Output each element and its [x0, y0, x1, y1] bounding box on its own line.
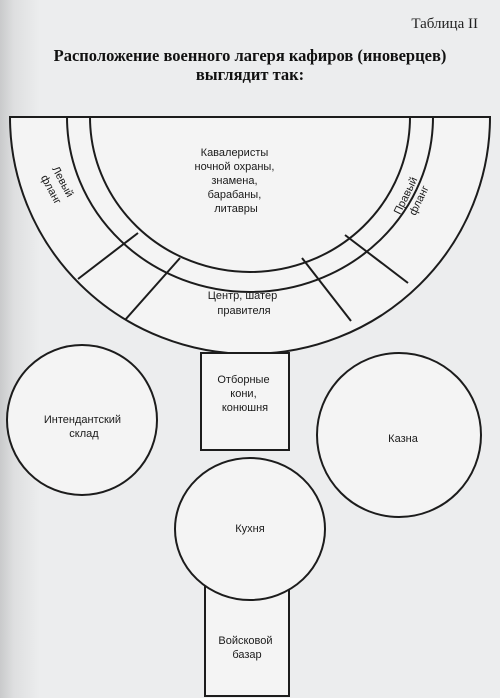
kitchen-zone [174, 457, 326, 601]
kitchen-line-1: Кухня [235, 523, 264, 535]
page-title: Расположение военного лагеря кафиров (ин… [20, 46, 480, 84]
stable-line-1: Отборные [217, 374, 269, 386]
separator-right-center [301, 257, 352, 322]
cavalry-line-5: литавры [214, 203, 258, 215]
separator-right-flank [344, 234, 409, 284]
stable-line-3: конюшня [222, 402, 268, 414]
inner-semicircle [88, 116, 412, 273]
stable-zone [200, 352, 290, 451]
cavalry-label: Кавалеристы ночной охраны, знамена, бара… [195, 147, 278, 215]
separator-left-center [124, 257, 181, 321]
bazaar-line-2: базар [232, 649, 261, 661]
center-line-2: правителя [217, 305, 270, 317]
page-title-line-1: Расположение военного лагеря кафиров (ин… [53, 46, 447, 65]
stable-label: Отборные кони, конюшня [217, 374, 272, 414]
bazaar-line-1: Войсковой [218, 635, 272, 647]
warehouse-line-2: склад [69, 428, 99, 440]
cavalry-line-4: барабаны, [208, 189, 262, 201]
kitchen-label: Кухня [235, 523, 264, 535]
treasury-zone [316, 352, 482, 518]
page-title-line-2: выглядит так: [195, 65, 305, 84]
middle-arc [66, 116, 434, 293]
treasury-line-1: Казна [388, 433, 419, 445]
cavalry-line-3: знамена, [211, 175, 257, 187]
warehouse-label: Интендантский склад [44, 414, 124, 440]
stable-line-2: кони, [230, 388, 256, 400]
center-line-1: Центр, шатер [208, 290, 277, 302]
bazaar-zone [204, 584, 290, 697]
center-label: Центр, шатер правителя [208, 290, 281, 317]
cavalry-line-1: Кавалеристы [201, 147, 269, 159]
table-label: Таблица II [411, 16, 478, 32]
separator-left-flank [77, 232, 139, 280]
cavalry-line-2: ночной охраны, [195, 161, 275, 173]
bazaar-label: Войсковой базар [218, 635, 275, 661]
warehouse-zone [6, 344, 158, 496]
warehouse-line-1: Интендантский [44, 414, 121, 426]
treasury-label: Казна [388, 433, 419, 445]
